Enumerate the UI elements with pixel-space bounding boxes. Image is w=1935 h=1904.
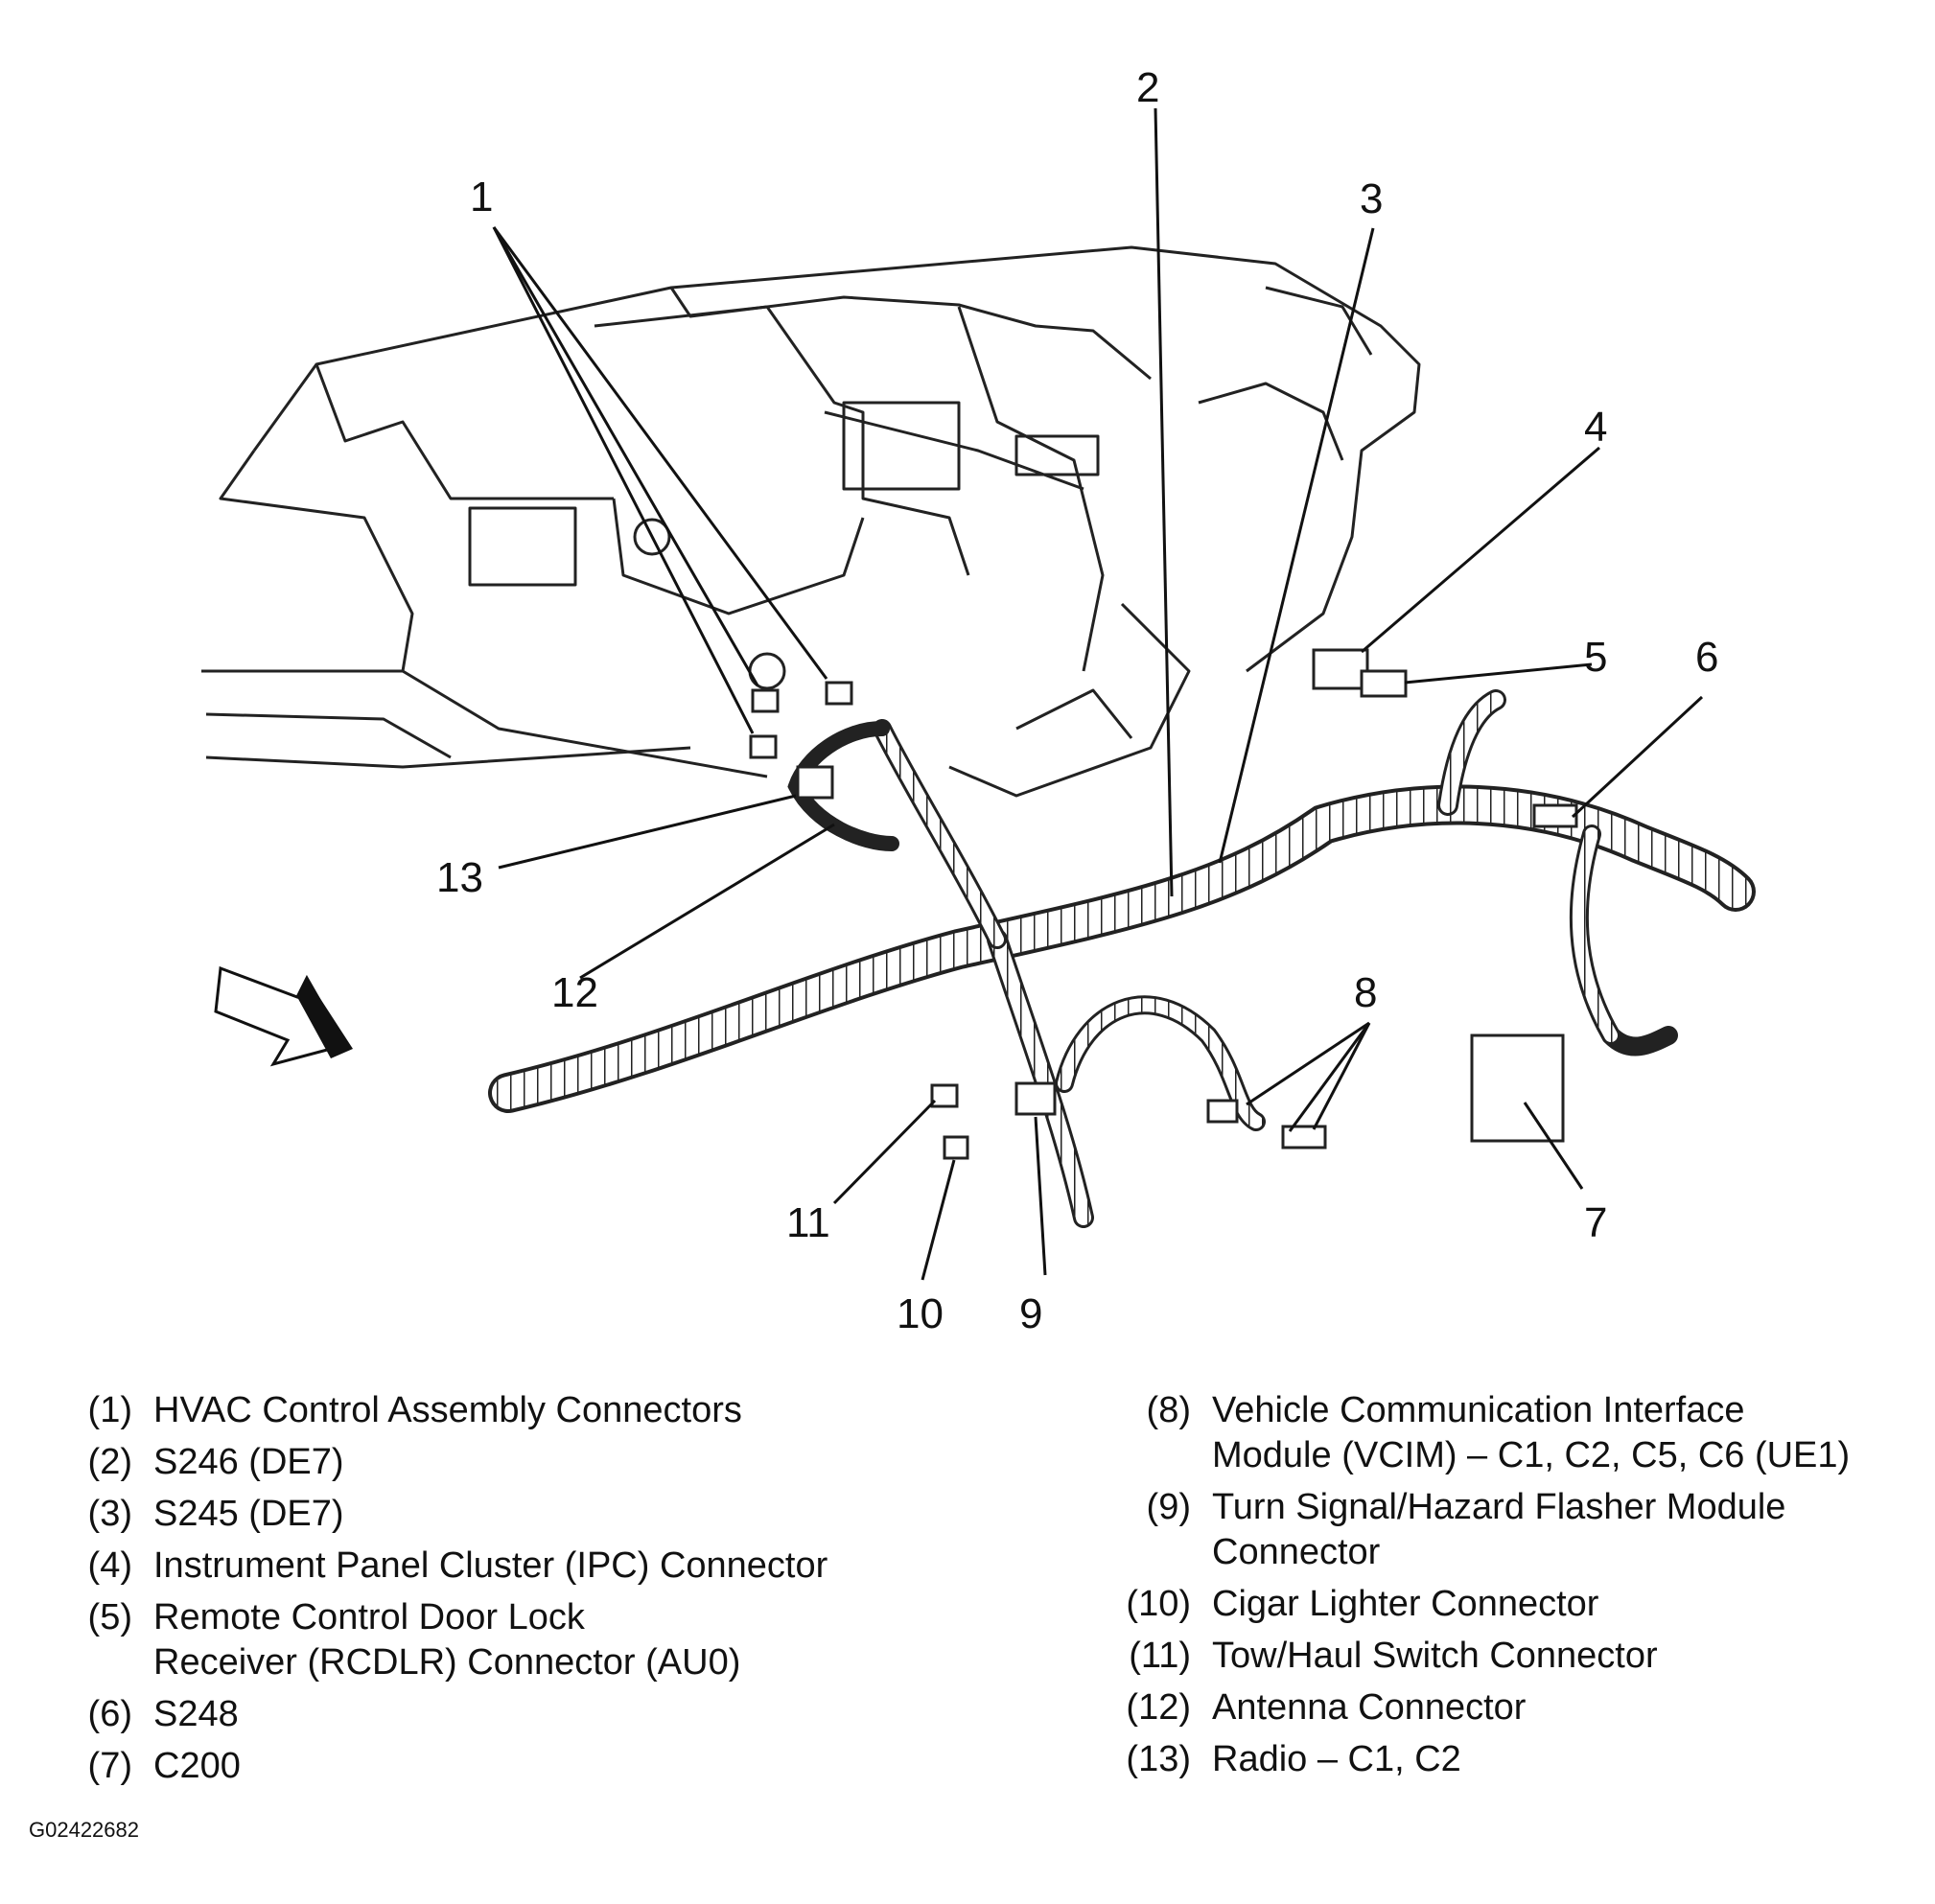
- legend-number: (3): [87, 1494, 132, 1534]
- legend-number: (7): [87, 1746, 132, 1786]
- callout-13: 13: [436, 854, 483, 901]
- legend-number: (1): [87, 1390, 132, 1430]
- callout-6: 6: [1695, 634, 1718, 681]
- main-wiring-harness: [488, 784, 1756, 1113]
- wiring-harness-illustration: 1 2 3 4 5 6 7 8 9 10 11 12 13: [201, 64, 1756, 1337]
- vcim-connector-2: [1206, 1099, 1239, 1124]
- legend-item-7: (7) C200: [33, 1744, 828, 1789]
- callout-5: 5: [1584, 634, 1607, 681]
- legend-item-6: (6) S248: [33, 1692, 828, 1737]
- callout-7: 7: [1584, 1199, 1607, 1246]
- legend-left-column: (1) HVAC Control Assembly Connectors (2) S…: [33, 1388, 828, 1796]
- legend-label: Antenna Connector: [1212, 1687, 1527, 1728]
- legend-item-11: (11) Tow/Haul Switch Connector: [1091, 1634, 1850, 1679]
- callout-1: 1: [470, 174, 493, 221]
- legend-label: Turn Signal/Hazard Flasher Module Connec…: [1212, 1487, 1786, 1572]
- legend-number: (8): [1146, 1390, 1191, 1430]
- tow-haul-connector: [930, 1083, 959, 1108]
- legend-number: (9): [1146, 1487, 1191, 1527]
- legend-item-2: (2) S246 (DE7): [33, 1440, 828, 1485]
- legend-label: C200: [153, 1746, 241, 1786]
- legend-number: (13): [1126, 1739, 1191, 1779]
- legend-item-10: (10) Cigar Lighter Connector: [1091, 1582, 1850, 1627]
- legend-label: S246 (DE7): [153, 1442, 344, 1482]
- legend-item-13: (13) Radio – C1, C2: [1091, 1737, 1850, 1782]
- connectors: [749, 648, 1578, 1160]
- callout-numbers: 1 2 3 4 5 6 7 8 9 10 11 12 13: [436, 64, 1718, 1337]
- front-direction-arrow: [214, 965, 353, 1067]
- s248-splice: [1532, 803, 1578, 828]
- legend-label: HVAC Control Assembly Connectors: [153, 1390, 742, 1430]
- vcim-connector: [1281, 1125, 1327, 1149]
- legend-item-1: (1) HVAC Control Assembly Connectors: [33, 1388, 828, 1433]
- legend-number: (11): [1129, 1636, 1191, 1676]
- legend-number: (2): [87, 1442, 132, 1482]
- legend-item-5: (5) Remote Control Door Lock Receiver (RC…: [33, 1595, 828, 1685]
- legend-label: Remote Control Door Lock Receiver (RCDLR…: [153, 1597, 741, 1683]
- legend-item-4: (4) Instrument Panel Cluster (IPC) Connec…: [33, 1544, 828, 1589]
- legend-label: S245 (DE7): [153, 1494, 344, 1534]
- flasher-connector: [1014, 1081, 1057, 1116]
- leader-lines: [492, 107, 1704, 1281]
- c200-connector: [1470, 1033, 1565, 1143]
- legend-label: Instrument Panel Cluster (IPC) Connector: [153, 1545, 828, 1586]
- callout-12: 12: [551, 969, 598, 1016]
- callout-2: 2: [1136, 64, 1159, 111]
- figure-id: G02422682: [29, 1818, 139, 1842]
- legend-number: (10): [1126, 1584, 1191, 1624]
- callout-4: 4: [1584, 404, 1607, 451]
- legend-item-9: (9) Turn Signal/Hazard Flasher Module Con…: [1091, 1485, 1850, 1575]
- legend-label: Tow/Haul Switch Connector: [1212, 1636, 1658, 1676]
- callout-11: 11: [786, 1199, 830, 1246]
- legend-number: (12): [1126, 1687, 1191, 1728]
- legend-label: S248: [153, 1694, 239, 1734]
- radio-connector: [796, 765, 834, 800]
- legend-item-8: (8) Vehicle Communication Interface Modul…: [1091, 1388, 1851, 1478]
- legend-item-3: (3) S245 (DE7): [33, 1492, 828, 1537]
- callout-9: 9: [1019, 1290, 1042, 1337]
- ipc-connector: [1312, 648, 1369, 690]
- legend-label: Cigar Lighter Connector: [1212, 1584, 1599, 1624]
- legend-number: (5): [87, 1597, 132, 1637]
- hvac-connector-c: [749, 734, 778, 759]
- hvac-connector-a: [751, 688, 780, 713]
- legend-right-column: (8) Vehicle Communication Interface Modul…: [1091, 1388, 1850, 1789]
- legend-number: (6): [87, 1694, 132, 1734]
- callout-3: 3: [1360, 175, 1383, 222]
- rcdlr-connector: [1360, 669, 1408, 698]
- harness-branches: [787, 689, 1678, 1228]
- instrument-panel-carrier: [201, 245, 1421, 798]
- legend-label: Radio – C1, C2: [1212, 1739, 1461, 1779]
- legend-label: Vehicle Communication Interface Module (…: [1212, 1390, 1851, 1475]
- cigar-lighter-connector: [943, 1135, 969, 1160]
- callout-8: 8: [1354, 969, 1377, 1016]
- hvac-connector-b: [825, 681, 853, 706]
- legend-number: (4): [87, 1545, 132, 1586]
- legend-item-12: (12) Antenna Connector: [1091, 1685, 1850, 1730]
- callout-10: 10: [897, 1290, 944, 1337]
